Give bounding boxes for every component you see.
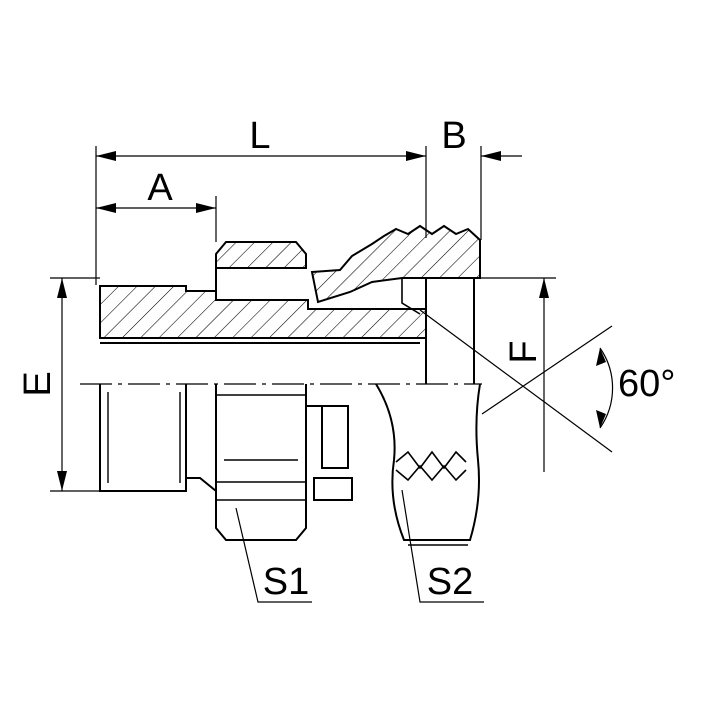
leader-lines	[235, 489, 484, 603]
dim-label-b: B	[441, 115, 466, 157]
external-view	[99, 383, 481, 546]
nut-s2-outline	[375, 383, 481, 541]
angle-label-60: 60°	[618, 363, 675, 405]
dimension-arrows	[57, 151, 549, 491]
sectioned-half	[99, 224, 481, 384]
seal-ring-section	[310, 224, 481, 304]
dim-label-a: A	[147, 167, 173, 209]
part-label-s1: S1	[263, 561, 309, 603]
dim-label-e: E	[17, 371, 59, 396]
dim-label-f: F	[503, 340, 545, 363]
part-label-s2: S2	[427, 561, 473, 603]
dim-label-l: L	[249, 115, 270, 157]
angle-construction	[419, 309, 614, 453]
hex-s1-outline	[215, 384, 307, 541]
angle-arrows	[596, 348, 606, 428]
